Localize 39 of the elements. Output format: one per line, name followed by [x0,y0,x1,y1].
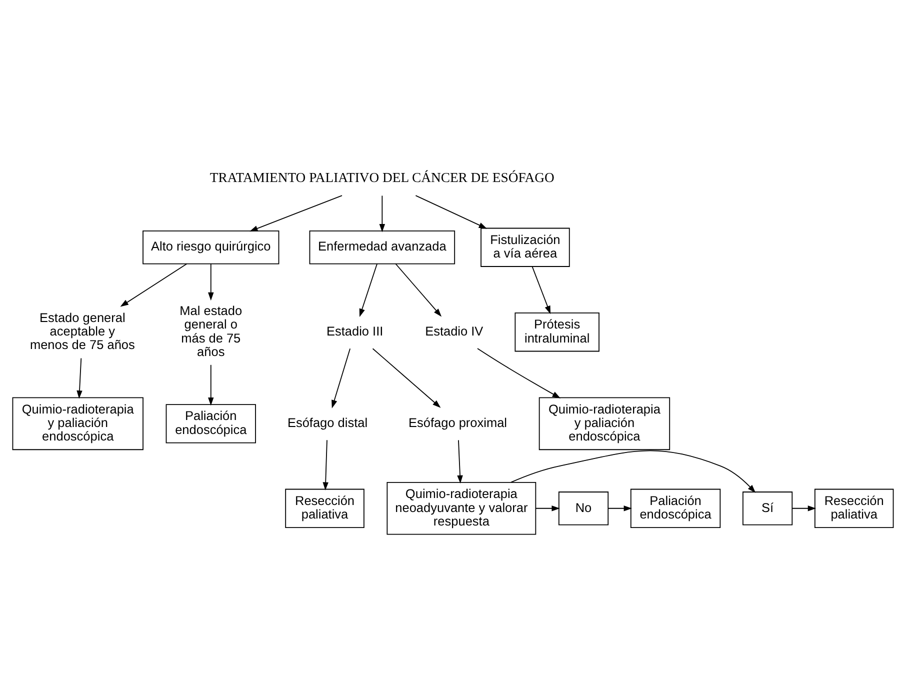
arrow [379,194,386,232]
node-box: Resección paliativa [814,488,894,528]
arrow [250,194,342,231]
node-box: Quimio-radioterapia y paliación endoscópica [12,396,144,450]
node-box: Paliación endoscópica [630,488,721,528]
arrow [322,439,328,490]
arrow [477,348,561,398]
node-box: Quimio-radioterapia neoadyuvante y valorar respuesta [386,481,536,534]
arrow [372,348,441,408]
node-box: No [558,491,609,525]
arrow [208,262,214,300]
node-box: Enfermedad avanzada [309,230,456,264]
node-text: Estadio IV [425,322,484,338]
arrow [76,357,82,398]
node-text: Esófago proximal [408,414,508,430]
node-box: Prótesis intraluminal [514,312,600,352]
node-box: Fistulización a vía aérea [480,227,570,266]
arrow [359,262,378,316]
node-text: TRATAMIENTO PALIATIVO DEL CÁNCER DE ESÓFAGO [210,170,554,185]
node-text: Mal estado general o más de 75 años [180,302,242,358]
arrow [510,450,756,492]
arrow [208,364,214,406]
node-box: Sí [742,491,793,525]
node-text: Estadio III [326,322,384,338]
arrow [535,505,560,511]
arrow [792,505,816,511]
arrow [332,348,351,408]
arrow [415,194,488,228]
node-box: Resección paliativa [285,488,364,528]
arrow [120,262,188,306]
node-box: Quimio-radioterapia y paliación endoscópica [538,396,670,450]
arrow [608,505,632,511]
node-box: Paliación endoscópica [166,404,256,443]
node-text: Estado general aceptable y menos de 75 años [30,309,135,352]
arrow [532,266,551,314]
arrow [395,262,442,316]
arrow [457,439,463,484]
node-box: Alto riesgo quirúrgico [142,230,280,264]
node-text: Esófago distal [287,414,368,430]
